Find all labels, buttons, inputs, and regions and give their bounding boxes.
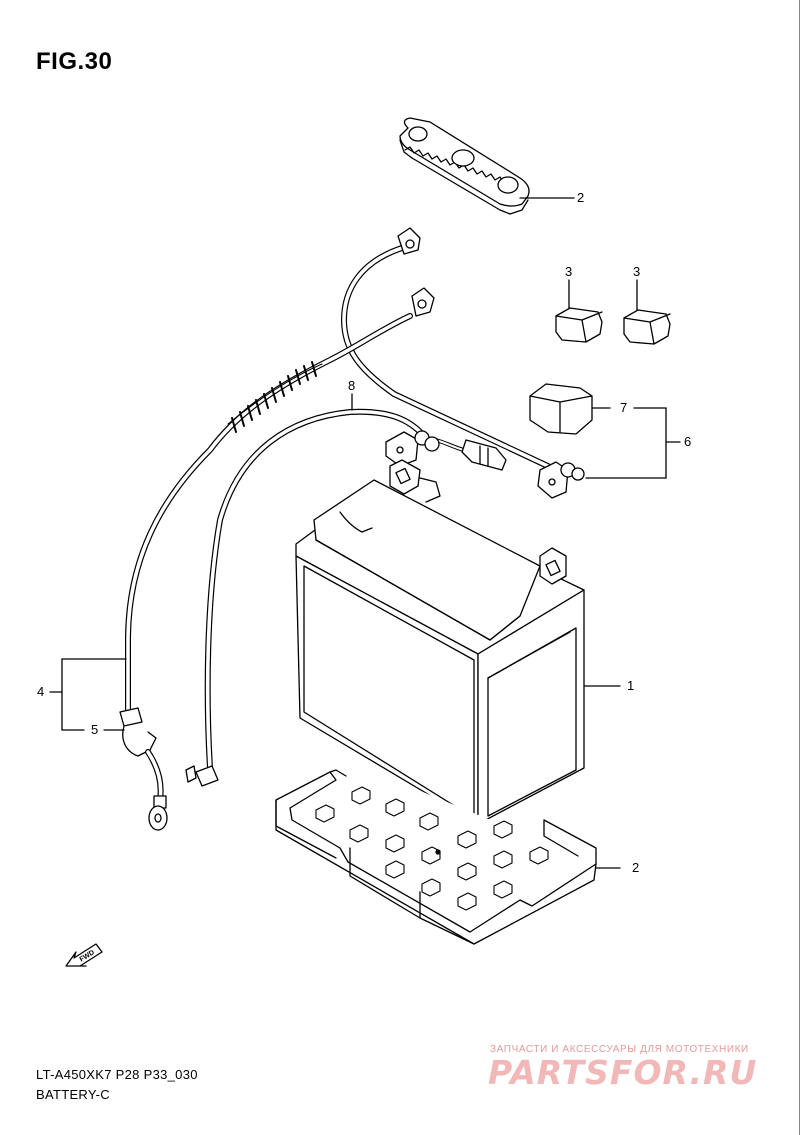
figure-title: FIG.30 (36, 48, 113, 75)
callout-bracket-4 (49, 658, 127, 731)
fwd-arrow-icon: FWD (65, 943, 103, 967)
callout-8: 8 (348, 378, 355, 393)
watermark-logo: PARTSFOR.RU (488, 1053, 758, 1092)
battery (295, 459, 621, 825)
section-name: BATTERY-C (36, 1087, 110, 1102)
terminal-cap-a (555, 279, 603, 343)
battery-hold-down-plate (399, 117, 575, 215)
battery-tray (275, 760, 621, 945)
callout-7: 7 (620, 400, 627, 415)
callout-2-tray: 2 (632, 860, 639, 875)
positive-battery-cable (119, 227, 585, 831)
callout-1: 1 (627, 678, 634, 693)
callout-2-plate: 2 (577, 190, 584, 205)
terminal-cap-b (623, 279, 671, 345)
model-code: LT-A450XK7 P28 P33_030 (36, 1067, 198, 1082)
callout-5: 5 (91, 722, 98, 737)
watermark-text: ЗАПЧАСТИ И АКСЕССУАРЫ ДЛЯ МОТОТЕХНИКИ (490, 1044, 749, 1055)
callout-3-a: 3 (565, 264, 572, 279)
negative-battery-cable (185, 393, 507, 787)
callout-4: 4 (37, 684, 44, 699)
callout-bracket-6 (585, 407, 681, 479)
terminal-cover (529, 383, 611, 435)
callout-6: 6 (684, 434, 691, 449)
callout-3-b: 3 (633, 264, 640, 279)
